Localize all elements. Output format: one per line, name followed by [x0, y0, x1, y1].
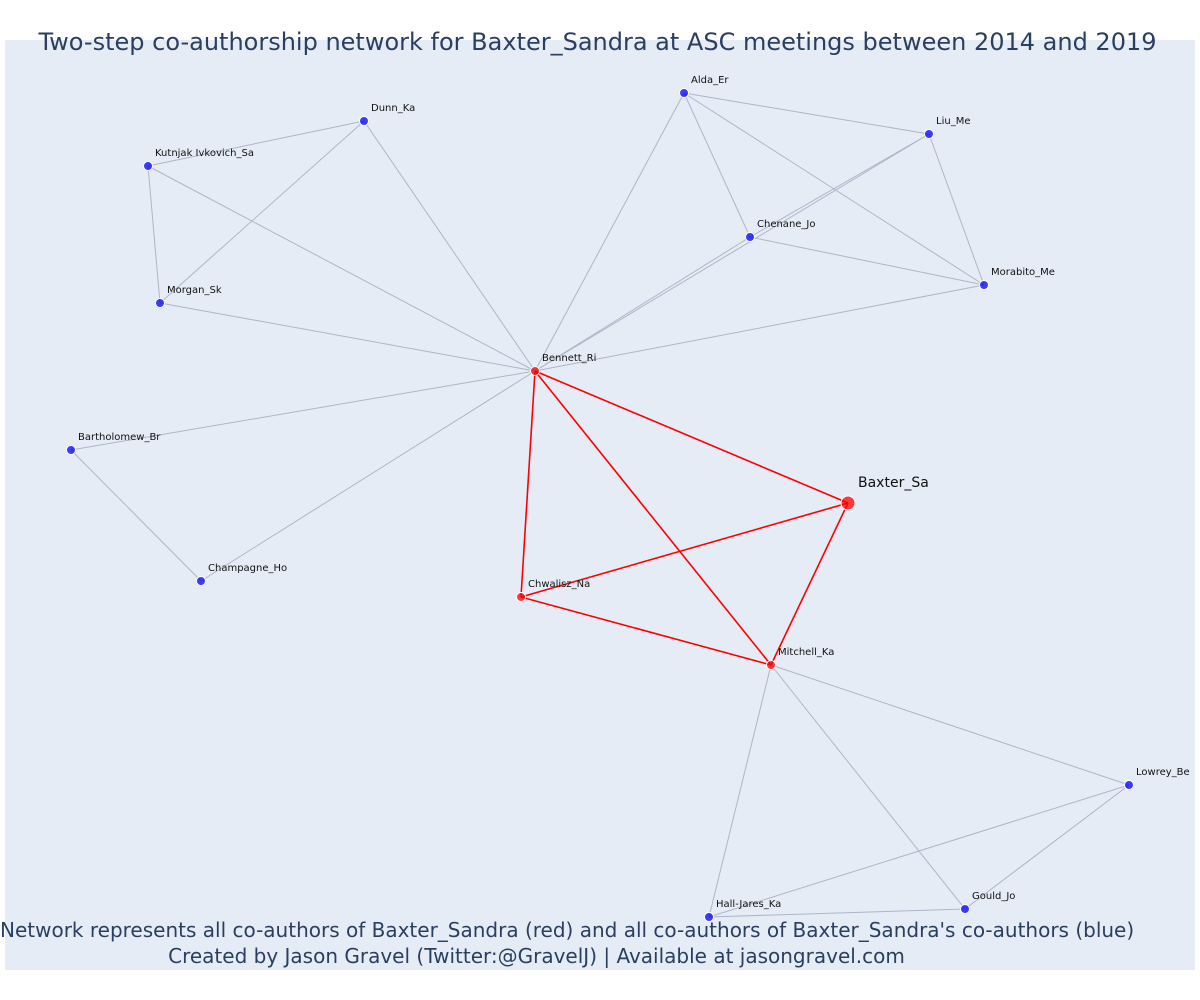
node-label-halljares: Hall-Jares_Ka — [716, 899, 781, 910]
edge-chenane-morabito — [749, 236, 985, 286]
edge-dunn-morgan — [159, 120, 365, 304]
edge-chwalisz-mitchell — [520, 596, 772, 666]
node-alda[interactable] — [679, 88, 689, 98]
labels-layer: Baxter_Sa Bennett_RiChwalisz_NaMitchell_K… — [78, 75, 1190, 910]
node-label-lowrey: Lowrey_Be — [1136, 767, 1190, 778]
node-chwalisz[interactable] — [516, 592, 526, 602]
edge-mitchell-lowrey — [770, 664, 1130, 786]
node-label-liu: Liu_Me — [936, 116, 970, 127]
node-label-chenane: Chenane_Jo — [757, 219, 816, 230]
edge-bennett-champagne — [200, 370, 536, 582]
edge-bennett-alda — [534, 92, 685, 372]
edge-dunn-kutnjak — [147, 120, 365, 167]
edges-layer — [70, 92, 1130, 918]
node-bartholomew[interactable] — [66, 445, 76, 455]
edge-liu-morabito — [928, 133, 985, 286]
edge-bennett-dunn — [363, 120, 536, 372]
node-mitchell[interactable] — [766, 660, 776, 670]
edge-lowrey-halljares — [708, 784, 1130, 918]
node-liu[interactable] — [924, 129, 934, 139]
edge-bennett-morgan — [159, 302, 536, 372]
node-kutnjak[interactable] — [143, 161, 153, 171]
edge-bennett-liu — [534, 133, 930, 372]
node-morabito[interactable] — [979, 280, 989, 290]
node-baxter[interactable] — [840, 495, 856, 511]
edge-bennett-kutnjak — [147, 165, 536, 372]
node-morgan[interactable] — [155, 298, 165, 308]
node-label-morabito: Morabito_Me — [991, 267, 1055, 278]
edge-baxter-bennett — [534, 370, 849, 504]
edge-bennett-morabito — [534, 284, 985, 372]
edge-bennett-mitchell — [534, 370, 772, 666]
nodes-layer — [66, 88, 1134, 922]
node-champagne[interactable] — [196, 576, 206, 586]
edge-bartholomew-champagne — [70, 449, 202, 582]
node-bennett[interactable] — [530, 366, 540, 376]
node-label-chwalisz: Chwalisz_Na — [528, 579, 590, 590]
edge-mitchell-gould — [770, 664, 966, 910]
node-label-morgan: Morgan_Sk — [167, 285, 222, 296]
edge-liu-chenane — [749, 133, 930, 238]
edge-alda-liu — [683, 92, 930, 135]
edge-kutnjak-morgan — [147, 165, 161, 304]
node-label-champagne: Champagne_Ho — [208, 563, 287, 574]
node-label-kutnjak: Kutnjak Ivkovich_Sa — [155, 148, 254, 159]
edge-bennett-bartholomew — [70, 370, 536, 451]
edge-baxter-mitchell — [770, 502, 849, 666]
edge-bennett-chenane — [534, 236, 751, 372]
edge-baxter-chwalisz — [520, 502, 849, 598]
edge-gould-halljares — [708, 908, 966, 918]
node-label-baxter: Baxter_Sa — [858, 475, 929, 491]
node-dunn[interactable] — [359, 116, 369, 126]
edge-alda-chenane — [683, 92, 751, 238]
node-chenane[interactable] — [745, 232, 755, 242]
node-label-bartholomew: Bartholomew_Br — [78, 432, 161, 443]
edge-bennett-chwalisz — [520, 370, 536, 598]
edge-lowrey-gould — [964, 784, 1130, 910]
node-lowrey[interactable] — [1124, 780, 1134, 790]
chart-title: Two-step co-authorship network for Baxte… — [38, 28, 1157, 56]
node-label-gould: Gould_Jo — [972, 891, 1015, 902]
node-label-dunn: Dunn_Ka — [371, 103, 415, 114]
footer-note: Network represents all co-authors of Bax… — [0, 918, 1135, 942]
node-label-mitchell: Mitchell_Ka — [778, 647, 834, 658]
node-halljares[interactable] — [704, 912, 714, 922]
node-label-bennett: Bennett_Ri — [542, 353, 596, 364]
node-label-alda: Alda_Er — [691, 75, 729, 86]
node-gould[interactable] — [960, 904, 970, 914]
edge-mitchell-halljares — [708, 664, 772, 918]
footer-credit: Created by Jason Gravel (Twitter:@Gravel… — [168, 944, 905, 968]
